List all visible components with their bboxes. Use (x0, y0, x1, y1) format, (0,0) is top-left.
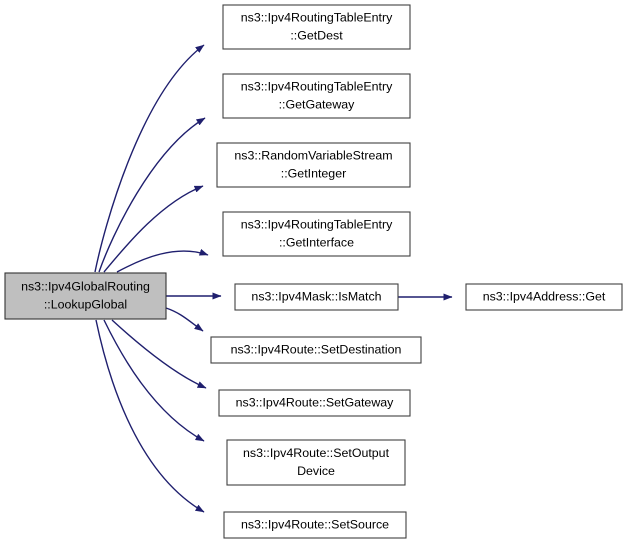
node-label-getinteger-line2: ::GetInteger (281, 166, 346, 180)
node-box-setdestination[interactable] (210, 336, 422, 364)
call-node-setsource[interactable]: ns3::Ipv4Route::SetSource (223, 511, 407, 539)
node-label-ipv4addressget-line1: ns3::Ipv4Address::Get (483, 289, 606, 303)
node-box-ismatch[interactable] (234, 283, 399, 311)
node-label-getinterface-line2: ::GetInterface (279, 235, 354, 249)
node-box-setsource[interactable] (223, 511, 407, 539)
call-edge-root-to-getgateway (98, 117, 206, 273)
node-label-getdest-line1: ns3::Ipv4RoutingTableEntry (241, 10, 393, 24)
call-nodes-group: ns3::Ipv4GlobalRouting::LookupGlobalns3:… (4, 4, 623, 539)
call-node-root[interactable]: ns3::Ipv4GlobalRouting::LookupGlobal (4, 272, 167, 320)
node-box-ipv4addressget[interactable] (465, 283, 623, 311)
call-node-getinteger[interactable]: ns3::RandomVariableStream::GetInteger (216, 142, 411, 188)
node-label-setsource-line1: ns3::Ipv4Route::SetSource (241, 517, 389, 531)
node-label-setoutputdevice-line2: Device (297, 464, 335, 478)
node-label-setdestination-line1: ns3::Ipv4Route::SetDestination (231, 342, 402, 356)
node-label-ismatch-line1: ns3::Ipv4Mask::IsMatch (251, 289, 381, 303)
node-label-root-line2: ::LookupGlobal (44, 297, 127, 311)
call-edge-root-to-setdestination (165, 307, 204, 332)
call-edge-root-to-getinteger (103, 185, 204, 273)
node-label-getinteger-line1: ns3::RandomVariableStream (234, 148, 392, 162)
call-edge-root-to-setsource (95, 319, 205, 513)
node-box-root[interactable] (4, 272, 167, 320)
node-box-getgateway[interactable] (222, 73, 411, 119)
call-node-ipv4addressget[interactable]: ns3::Ipv4Address::Get (465, 283, 623, 311)
node-box-getinterface[interactable] (222, 211, 411, 257)
call-edge-root-to-setgateway (111, 319, 207, 389)
node-box-getdest[interactable] (222, 4, 411, 50)
node-label-setoutputdevice-line1: ns3::Ipv4Route::SetOutput (243, 446, 390, 460)
node-box-setoutputdevice[interactable] (226, 439, 406, 486)
call-edge-root-to-setoutputdevice (103, 319, 205, 442)
node-label-setgateway-line1: ns3::Ipv4Route::SetGateway (236, 395, 395, 409)
node-label-getgateway-line1: ns3::Ipv4RoutingTableEntry (241, 79, 393, 93)
call-edges-group (94, 44, 453, 513)
node-label-root-line1: ns3::Ipv4GlobalRouting (21, 279, 150, 293)
node-label-getdest-line2: ::GetDest (290, 28, 343, 42)
call-node-setdestination[interactable]: ns3::Ipv4Route::SetDestination (210, 336, 422, 364)
call-edge-root-to-getdest (94, 44, 205, 273)
node-label-getgateway-line2: ::GetGateway (279, 97, 356, 111)
call-node-getdest[interactable]: ns3::Ipv4RoutingTableEntry::GetDest (222, 4, 411, 50)
node-box-getinteger[interactable] (216, 142, 411, 188)
node-label-getinterface-line1: ns3::Ipv4RoutingTableEntry (241, 217, 393, 231)
call-edge-root-to-getinterface (116, 248, 209, 273)
call-node-setgateway[interactable]: ns3::Ipv4Route::SetGateway (218, 389, 411, 417)
call-node-ismatch[interactable]: ns3::Ipv4Mask::IsMatch (234, 283, 399, 311)
call-node-getinterface[interactable]: ns3::Ipv4RoutingTableEntry::GetInterface (222, 211, 411, 257)
node-box-setgateway[interactable] (218, 389, 411, 417)
call-node-getgateway[interactable]: ns3::Ipv4RoutingTableEntry::GetGateway (222, 73, 411, 119)
